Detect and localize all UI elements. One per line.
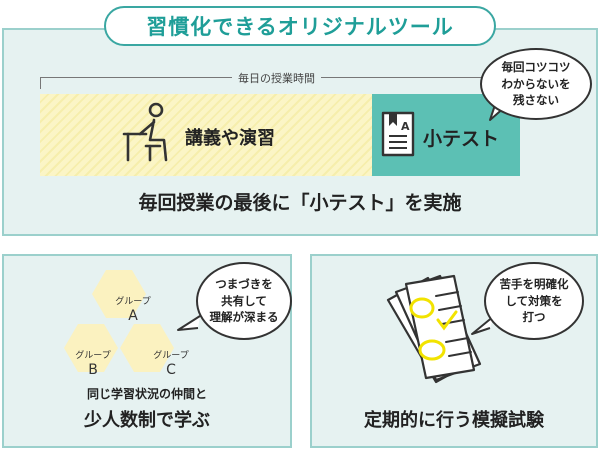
page-title: 習慣化できるオリジナルツール [104,6,496,46]
test-label: 小テスト [423,128,500,150]
exam-papers-icon [386,274,482,384]
test-sheet-icon: A [381,111,415,157]
lecture-block [40,94,372,176]
speech-bubble-daily: 毎回コツコツ わからないを 残さない [480,48,592,120]
speech-bubble-group: つまづきを 共有して 理解が深まる [196,262,292,340]
timeline-label: 毎日の授業時間 [232,70,321,86]
student-desk-icon [122,102,168,162]
speech-bubble-exam: 苦手を明確化 して対策を 打つ [484,262,584,340]
daily-test-caption: 毎回授業の最後に「小テスト」を実施 [138,192,462,214]
lecture-label: 講義や演習 [185,128,275,149]
peer-caption: 同じ学習状況の仲間と [86,387,207,401]
small-group-caption: 少人数制で学ぶ [84,410,210,431]
speech-bubble-tail [177,315,201,331]
mock-exam-caption: 定期的に行う模擬試験 [364,410,544,431]
speech-bubble-tail [471,315,495,335]
svg-text:A: A [401,120,410,133]
group-hexagons [64,270,174,372]
